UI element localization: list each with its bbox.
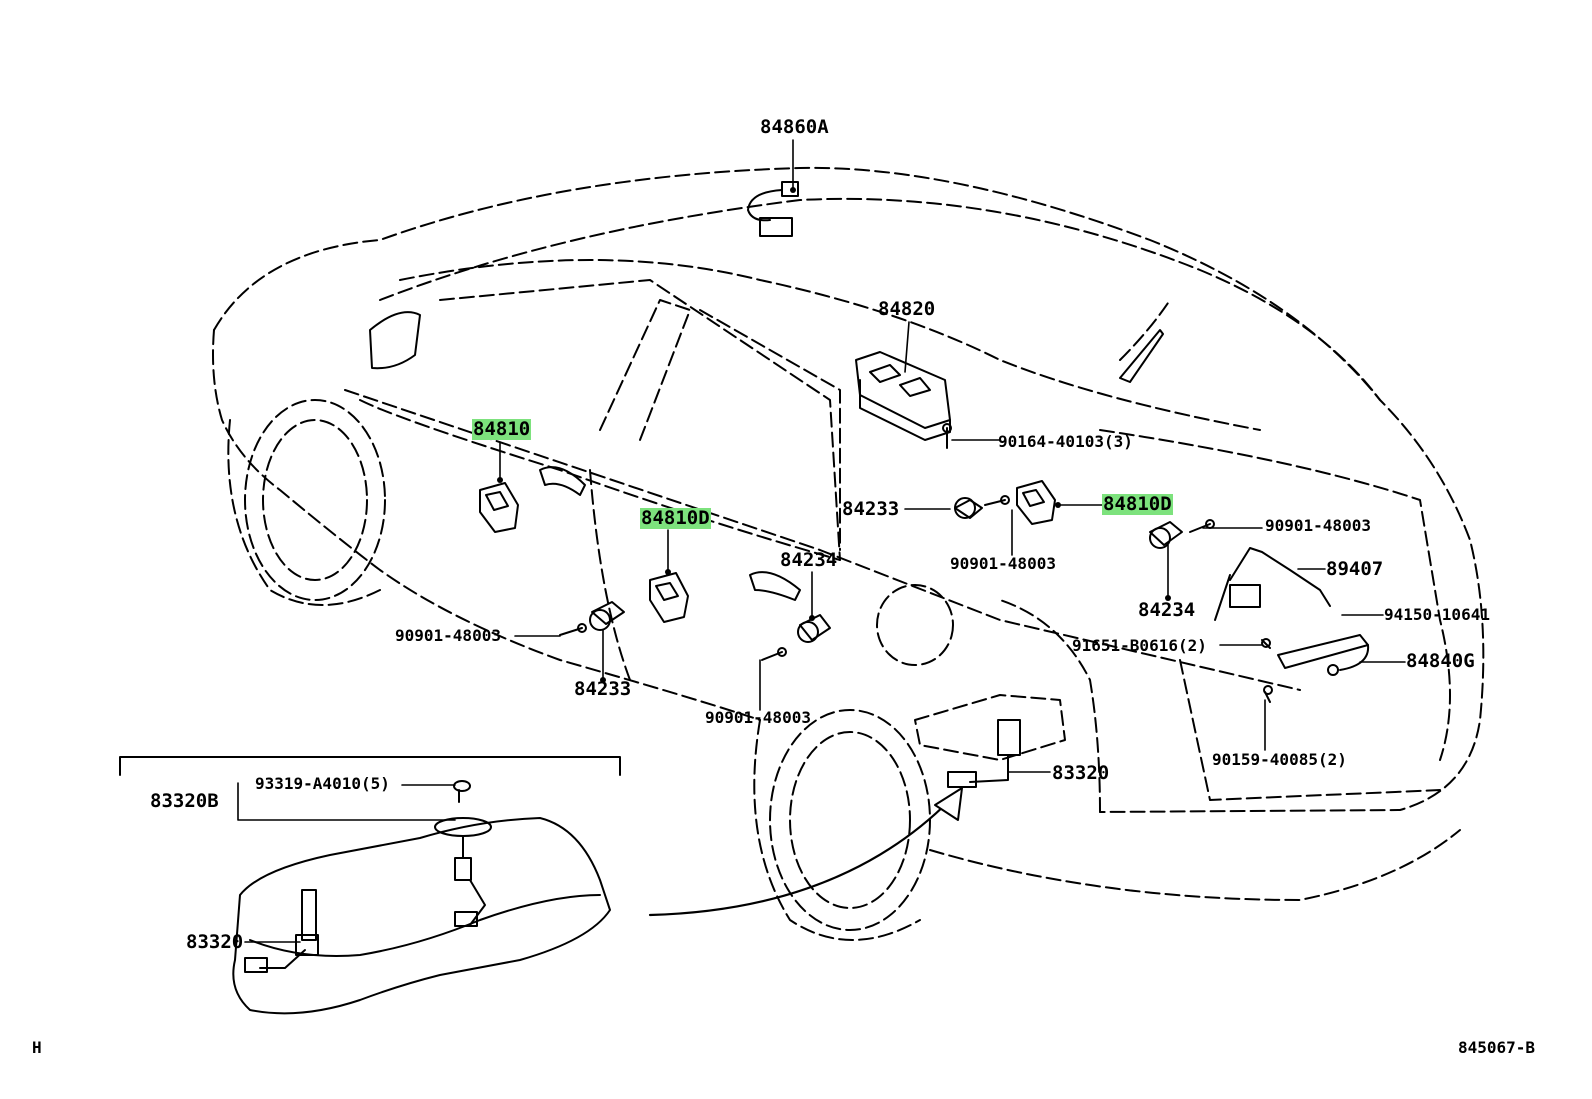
part-label-90901-48003-mid: 90901-48003 xyxy=(950,554,1056,573)
part-label-89407: 89407 xyxy=(1326,558,1384,580)
part-label-84234-mid: 84234 xyxy=(780,549,838,571)
part-label-90159-40085: 90159-40085(2) xyxy=(1212,750,1347,769)
part-label-84810-left: 84810 xyxy=(472,418,532,440)
leader-end-dots xyxy=(497,187,1171,683)
inset-bracket xyxy=(119,756,621,776)
part-label-83320-inset: 83320 xyxy=(186,931,244,953)
part-label-90901-48003-left: 90901-48003 xyxy=(395,626,501,645)
part-label-84840G: 84840G xyxy=(1406,650,1475,672)
part-label-83320-right: 83320 xyxy=(1052,762,1110,784)
part-label-84233-right: 84233 xyxy=(842,498,900,520)
corner-code-left: H xyxy=(32,1038,42,1057)
switch-84810D-right xyxy=(1016,480,1056,525)
switch-84810-left xyxy=(479,482,519,533)
wheel-rear xyxy=(753,709,931,941)
part-label-94150-10641: 94150-10641 xyxy=(1384,605,1490,624)
switch-84840G xyxy=(1277,634,1370,676)
master-switch-84820 xyxy=(855,351,951,441)
leader-lines xyxy=(237,139,1406,943)
sender-83320-right xyxy=(914,694,1066,788)
diagram-code: 845067-B xyxy=(1458,1038,1536,1057)
switch-84810D-mid xyxy=(649,572,689,623)
part-label-84234-right: 84234 xyxy=(1138,599,1196,621)
fuel-lid xyxy=(876,584,954,666)
part-label-90901-48003-bottom: 90901-48003 xyxy=(705,708,811,727)
door-handle-front xyxy=(539,466,586,496)
part-label-84810D-mid: 84810D xyxy=(640,507,711,529)
door-handle-rear xyxy=(749,571,801,601)
antenna xyxy=(1119,329,1164,383)
sensor-84233-right xyxy=(954,497,983,519)
part-label-83320B: 83320B xyxy=(150,790,219,812)
part-label-91651-B0616: 91651-B0616(2) xyxy=(1072,636,1207,655)
part-label-84233-left: 84233 xyxy=(574,678,632,700)
part-label-90164-40103: 90164-40103(3) xyxy=(998,432,1133,451)
sensor-84234-right xyxy=(1149,521,1183,549)
part-label-93319-A4010: 93319-A4010(5) xyxy=(255,774,390,793)
arrow-to-tank xyxy=(648,798,952,917)
bolts xyxy=(559,495,1273,703)
harness-84860A xyxy=(747,181,799,237)
side-mirror xyxy=(369,311,421,370)
sensor-84233-left xyxy=(589,601,625,631)
fuel-tank xyxy=(232,780,611,1015)
part-label-84860A: 84860A xyxy=(760,116,829,138)
sensor-89407 xyxy=(1214,547,1331,621)
screw-90164 xyxy=(942,423,952,449)
part-label-84820: 84820 xyxy=(878,298,936,320)
part-label-90901-48003-top: 90901-48003 xyxy=(1265,516,1371,535)
wheel-front xyxy=(227,399,386,606)
part-label-84810D-right: 84810D xyxy=(1102,493,1173,515)
